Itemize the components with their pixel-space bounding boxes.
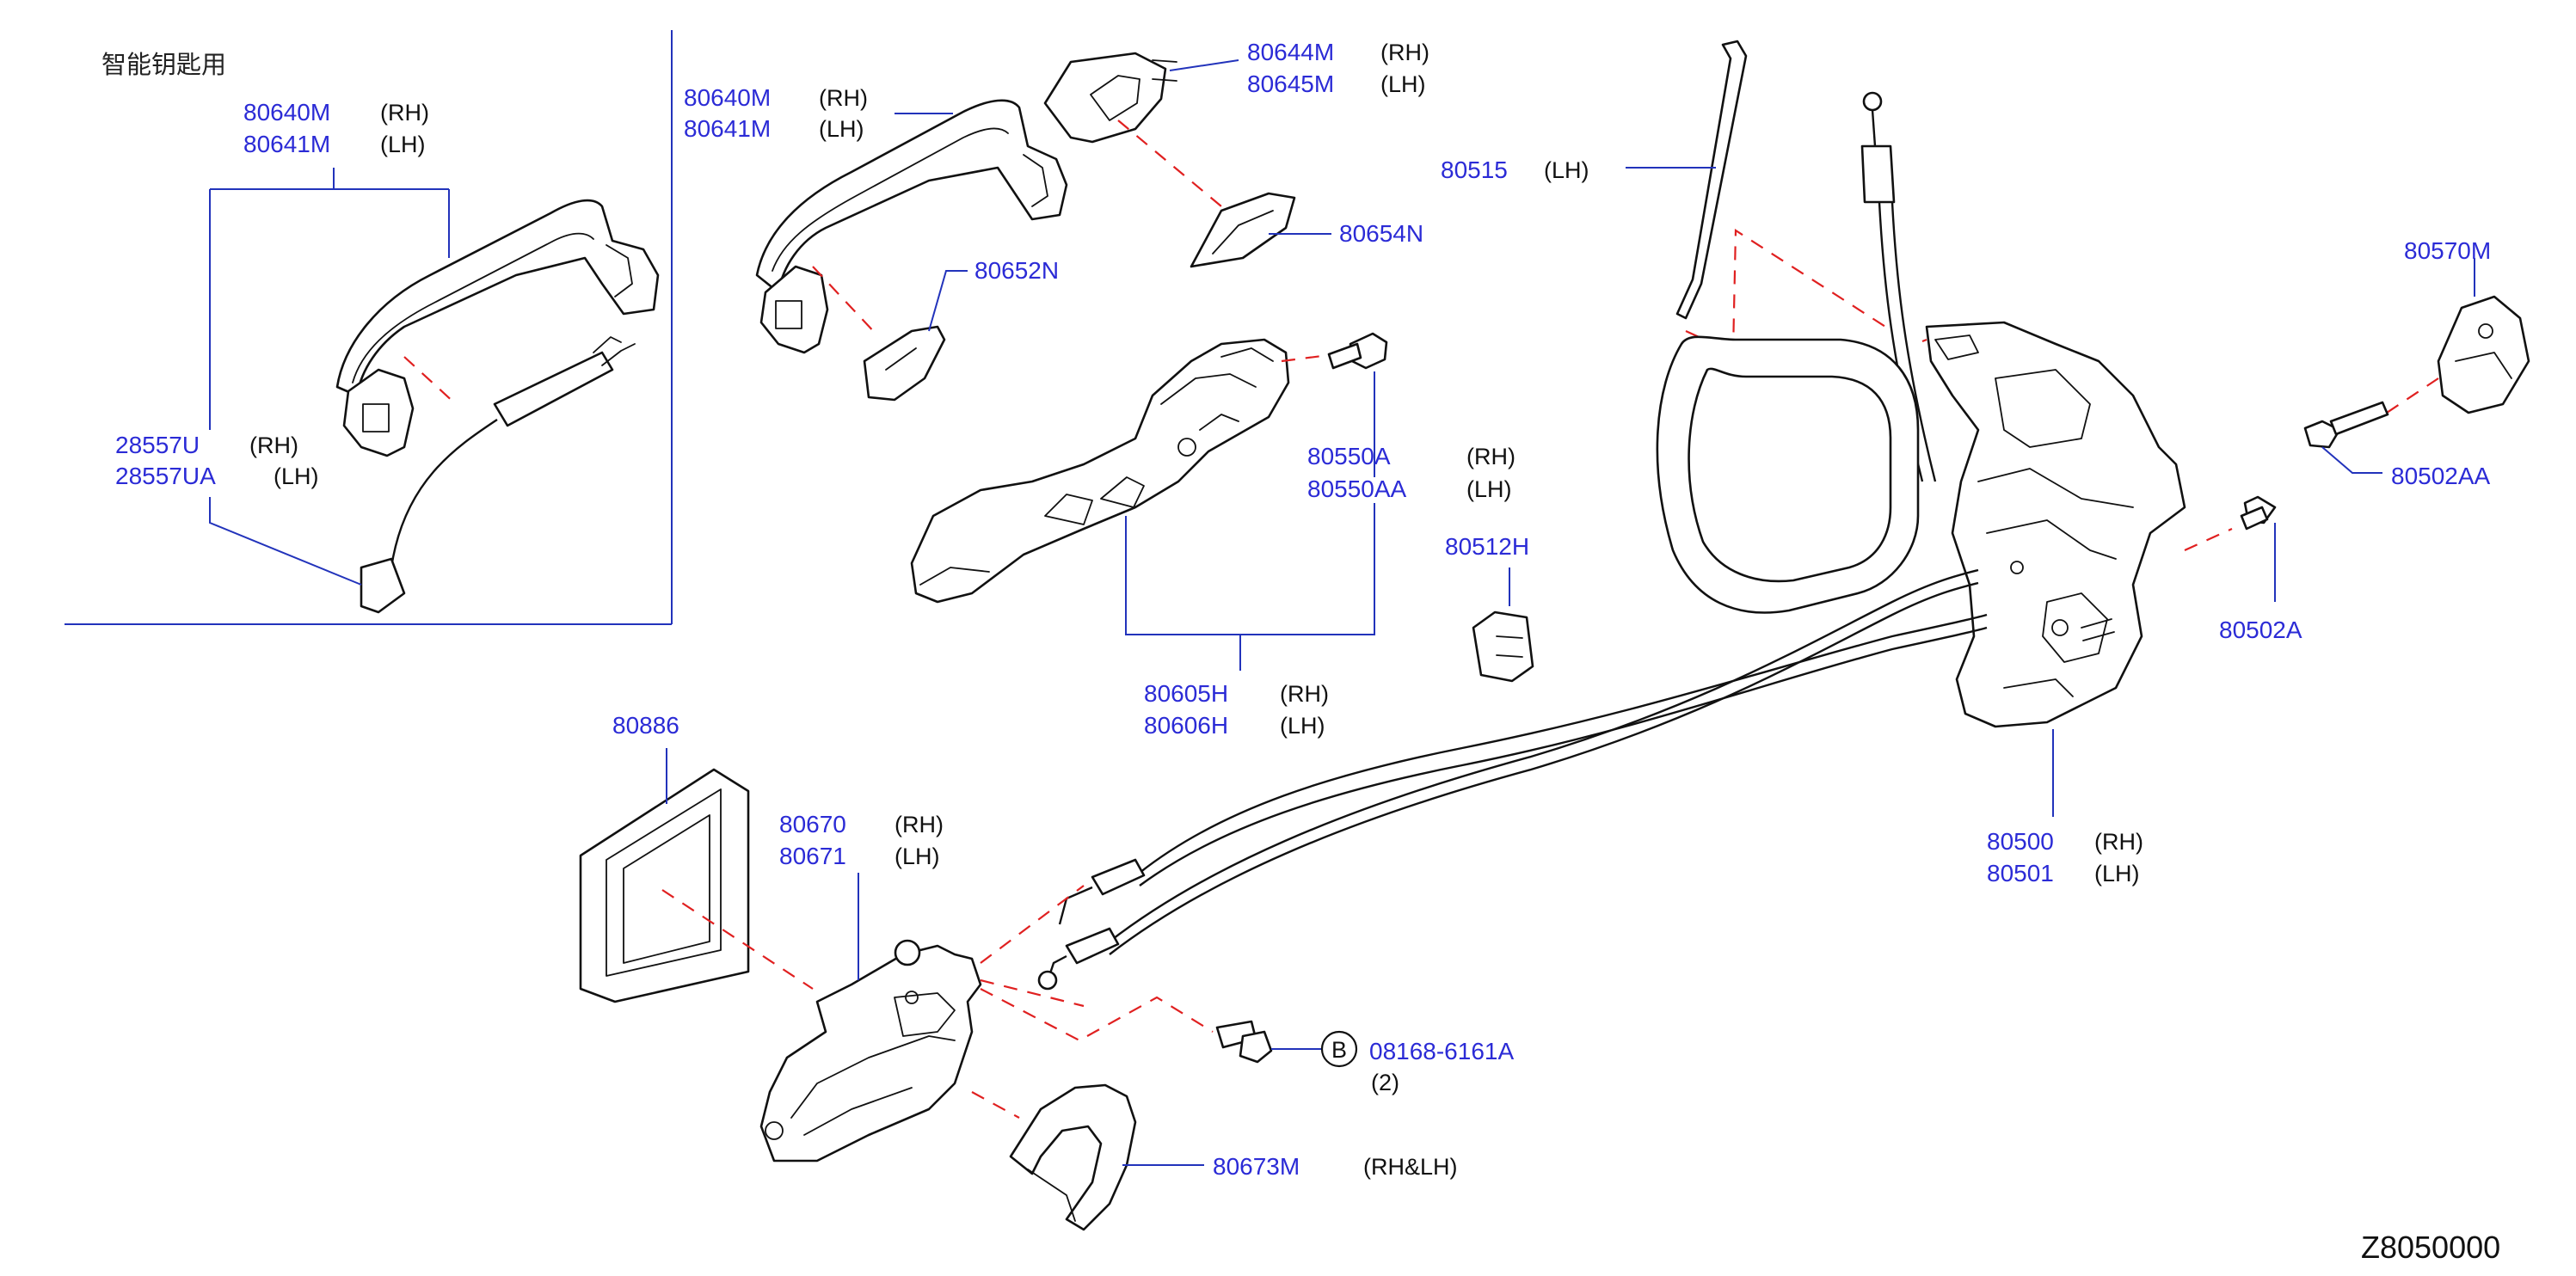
label-80502A: 80502A	[2219, 617, 2302, 643]
label-80886: 80886	[612, 712, 679, 739]
pad-80886: 80886	[579, 712, 750, 1003]
labels-handle: 80640M (RH) 80641M (LH) 80644M (RH) 8064…	[684, 39, 1429, 332]
label-80645M-side: (LH)	[1380, 71, 1426, 97]
screw-80502AA	[2303, 401, 2389, 449]
label-80500-side: (RH)	[2094, 829, 2143, 855]
label-28557U-side: (RH)	[249, 432, 298, 458]
label-80673M-side: (RH&LH)	[1363, 1154, 1458, 1180]
labels-lock: 80500 (RH) 80501 (LH)	[1987, 828, 2143, 886]
remote-cables	[1037, 568, 1988, 991]
label-80670-side: (RH)	[895, 812, 944, 837]
label-80641M: 80641M	[684, 115, 771, 142]
gasket-80652N	[863, 325, 946, 402]
inside-handle-80670	[759, 939, 982, 1163]
label-80515-side: (LH)	[1544, 157, 1589, 183]
dash-cable-top	[980, 885, 1085, 964]
label-28557UA-side: (LH)	[274, 463, 319, 489]
smart-key-inset: 智能钥匙用	[65, 30, 673, 625]
clip-80512H: 80512H	[1445, 533, 1534, 683]
label-80605H: 80605H	[1144, 680, 1228, 707]
leader-80502AA	[2321, 446, 2382, 474]
cover-80673M: 80673M (RH&LH)	[1009, 1083, 1458, 1231]
dash-80550A	[1281, 353, 1330, 363]
drawing-code: Z8050000	[2361, 1230, 2500, 1265]
dash-cable-bottom	[980, 978, 1085, 1008]
gasket-80654N-detail	[1212, 210, 1274, 255]
inset-title: 智能钥匙用	[101, 50, 226, 79]
label-80640M: 80640M	[684, 84, 771, 111]
label-80570M: 80570M	[2404, 237, 2491, 264]
label-80671: 80671	[779, 843, 846, 869]
label-80641M-inset: 80641M	[243, 131, 330, 157]
dash-80502A	[2184, 527, 2233, 552]
label-80645M: 80645M	[1247, 71, 1334, 97]
labels-inside-handle: 80670 (RH) 80671 (LH)	[779, 811, 944, 980]
label-80644M: 80644M	[1247, 39, 1334, 65]
dash-bolt	[980, 988, 1214, 1042]
label-80673M: 80673M	[1213, 1153, 1300, 1180]
label-80670: 80670	[779, 811, 846, 837]
label-80512H: 80512H	[1445, 533, 1529, 560]
bolt-marker-label: B	[1331, 1037, 1347, 1063]
label-80644M-side: (RH)	[1380, 40, 1429, 65]
rod-80515: 80515 (LH)	[1441, 40, 1748, 320]
inset-outside-handle	[335, 199, 660, 614]
bolt-marker-circle	[1320, 1030, 1358, 1068]
dash-80886	[661, 889, 814, 990]
label-80641M-side: (LH)	[819, 116, 864, 142]
inset-dash	[403, 356, 457, 405]
label-80641M-inset-side: (LH)	[380, 132, 426, 157]
label-80550A-side: (RH)	[1466, 444, 1515, 469]
escutcheon-80644M	[1043, 52, 1177, 144]
screw-80502A	[2240, 495, 2277, 531]
dash-lock	[1921, 338, 1927, 343]
label-80550A: 80550A	[1307, 443, 1391, 469]
label-80671-side: (LH)	[895, 844, 940, 869]
label-80654N: 80654N	[1339, 220, 1423, 247]
dash-80652N	[812, 266, 878, 336]
label-80501: 80501	[1987, 860, 2054, 886]
dash-cover	[971, 1091, 1020, 1119]
dash-80502AA	[2386, 377, 2439, 414]
handle-bracket-80605H	[910, 338, 1290, 604]
dash-80515	[1685, 229, 1893, 354]
label-80652N: 80652N	[974, 257, 1059, 284]
label-80606H: 80606H	[1144, 712, 1228, 739]
label-08168-6161A: 08168-6161A	[1369, 1038, 1514, 1064]
label-80500: 80500	[1987, 828, 2054, 855]
label-80640M-side: (RH)	[819, 85, 868, 111]
label-08168-qty: (2)	[1371, 1070, 1399, 1095]
label-80550AA: 80550AA	[1307, 475, 1407, 502]
label-28557U: 28557U	[115, 432, 200, 458]
labels-bracket: 80550A (RH) 80550AA (LH) 80605H (RH) 806…	[1125, 371, 1515, 739]
label-80606H-side: (LH)	[1280, 713, 1325, 739]
label-80640M-inset: 80640M	[243, 99, 330, 126]
screw-80550A	[1327, 332, 1388, 370]
door-lock-actuator-80500	[1656, 321, 2186, 817]
label-80502AA: 80502AA	[2391, 463, 2491, 489]
inset-labels: 80640M (RH) 80641M (LH) 28557U (RH) 2855…	[115, 99, 450, 586]
label-80605H-side: (RH)	[1280, 681, 1329, 707]
label-28557UA: 28557UA	[115, 463, 216, 489]
label-80515: 80515	[1441, 156, 1508, 183]
outside-handle	[755, 99, 1068, 354]
label-80550AA-side: (LH)	[1466, 476, 1512, 502]
bolt-08168: B 08168-6161A (2)	[1215, 1020, 1514, 1095]
gasket-80652N-detail	[885, 347, 917, 371]
dash-80654N	[1117, 120, 1222, 207]
striker-80570M: 80570M	[2404, 237, 2530, 414]
label-80501-side: (LH)	[2094, 861, 2140, 886]
label-80640M-inset-side: (RH)	[380, 100, 429, 126]
gasket-80654N	[1190, 192, 1296, 268]
